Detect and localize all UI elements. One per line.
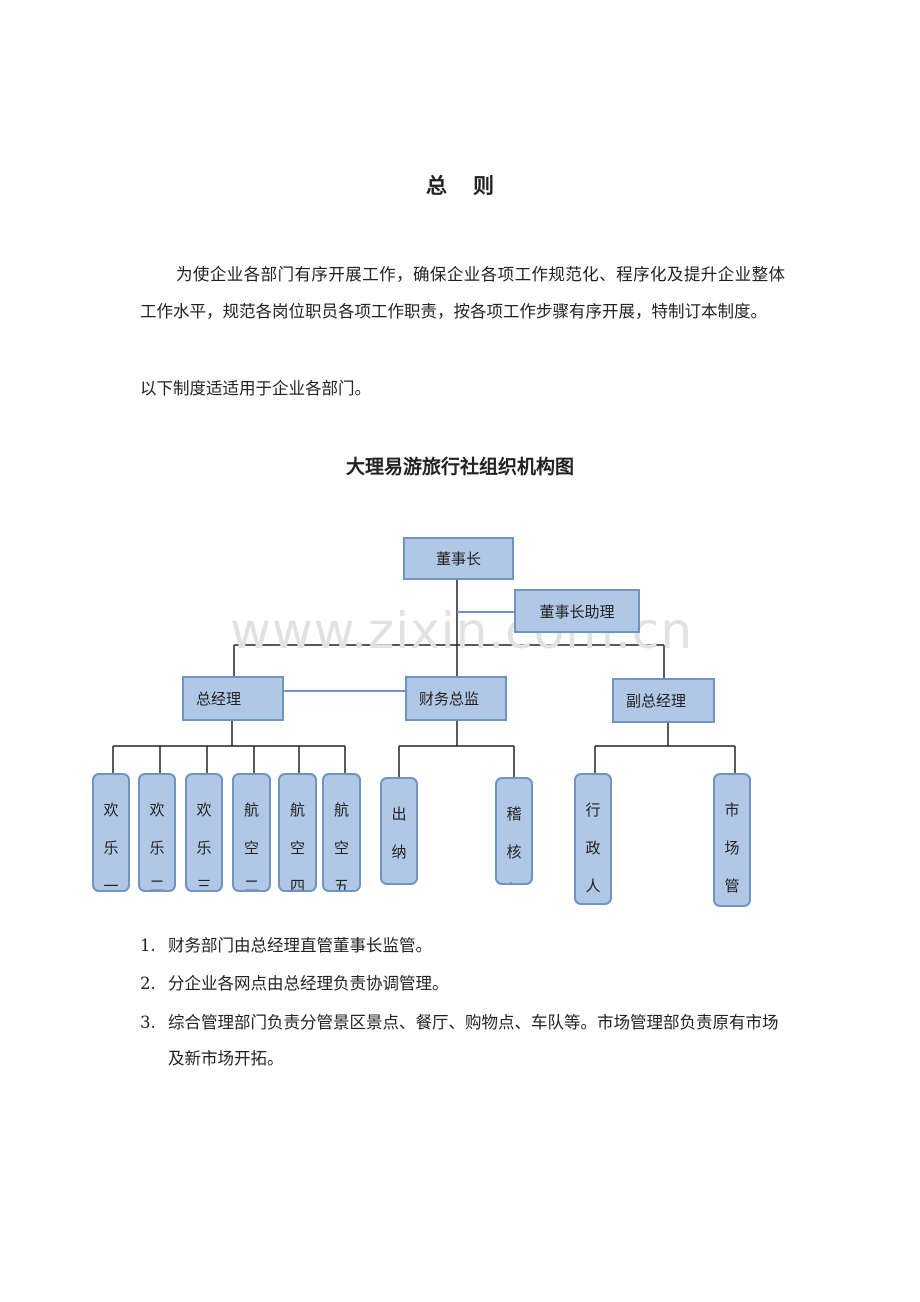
scope-paragraph: 以下制度适适用于企业各部门。 (140, 379, 371, 398)
list-item-text: 综合管理部门负责分管景区景点、餐厅、购物点、车队等。市场管理部负责原有市场及新市… (168, 1013, 779, 1068)
gm-unit-char: 欢 (103, 801, 119, 819)
deputy-unit-char: 管 (724, 877, 740, 895)
intro-paragraph: 为使企业各部门有序开展工作，确保企业各项工作规范化、程序化及提升企业整体工作水平… (140, 265, 785, 321)
list-item-number: 2. (140, 974, 156, 993)
finance-unit-char: 部 (497, 871, 531, 883)
finance-unit-char: 纳 (391, 843, 407, 861)
list-item-number: 1. (140, 936, 156, 955)
gm-unit-char: 航 (243, 801, 259, 819)
finance-unit: 稽 核 部 (495, 777, 533, 885)
finance-unit-char: 核 (506, 843, 522, 861)
gm-unit-char: 二 (149, 877, 165, 892)
gm-unit-char: 乐 (103, 839, 119, 857)
gm-unit-char: 一 (103, 877, 119, 892)
gm-unit: 航 空 四 (278, 773, 317, 892)
gm-unit-char: 航 (289, 801, 305, 819)
page-title: 总则 (426, 173, 520, 198)
gm-unit-char: 乐 (149, 839, 165, 857)
deputy-unit-char: 行 (585, 801, 601, 819)
deputy-unit-char: 人 (585, 877, 601, 895)
gm-unit-char: 航 (333, 801, 349, 819)
finance-unit-char: 出 (391, 805, 407, 823)
gm-unit: 航 空 二 (232, 773, 271, 892)
finance-director-box: 财务总监 (405, 676, 507, 721)
gm-unit-char: 二 (243, 877, 259, 892)
chairman-assistant-label: 董事长助理 (539, 602, 615, 621)
gm-unit-char: 空 (289, 839, 305, 857)
list-item-number: 3. (140, 1013, 156, 1032)
list-item-text: 分企业各网点由总经理负责协调管理。 (168, 974, 449, 993)
deputy-unit: 市 场 管 (713, 773, 751, 907)
deputy-unit-char: 政 (585, 839, 601, 857)
gm-unit-char: 欢 (196, 801, 212, 819)
finance-unit-char: 稽 (506, 805, 522, 823)
deputy-gm-box: 副总经理 (612, 678, 715, 723)
general-manager-label: 总经理 (196, 690, 242, 708)
gm-unit-char: 欢 (149, 801, 165, 819)
deputy-unit: 行 政 人 (574, 773, 612, 905)
chairman-box: 董事长 (403, 537, 514, 580)
org-chart-title: 大理易游旅行社组织机构图 (345, 456, 574, 478)
gm-unit-char: 乐 (196, 839, 212, 857)
gm-unit: 欢 乐 一 (92, 773, 130, 892)
deputy-gm-label: 副总经理 (626, 692, 687, 710)
chairman-label: 董事长 (435, 550, 481, 568)
gm-unit: 航 空 五 (322, 773, 361, 892)
gm-unit-char: 三 (196, 877, 212, 892)
gm-unit: 欢 乐 二 (138, 773, 176, 892)
chairman-assistant-box: 董事长助理 (514, 589, 640, 633)
gm-unit-char: 五 (333, 877, 349, 892)
deputy-unit-char: 场 (724, 839, 740, 857)
gm-unit-char: 空 (243, 839, 259, 857)
gm-unit-char: 四 (289, 877, 305, 892)
gm-unit-char: 空 (333, 839, 349, 857)
gm-unit: 欢 乐 三 (185, 773, 223, 892)
list-item-text: 财务部门由总经理直管董事长监管。 (168, 936, 432, 955)
general-manager-box: 总经理 (182, 676, 284, 721)
finance-director-label: 财务总监 (419, 690, 480, 708)
finance-unit: 出 纳 (380, 777, 418, 885)
deputy-unit-char: 市 (724, 801, 740, 819)
